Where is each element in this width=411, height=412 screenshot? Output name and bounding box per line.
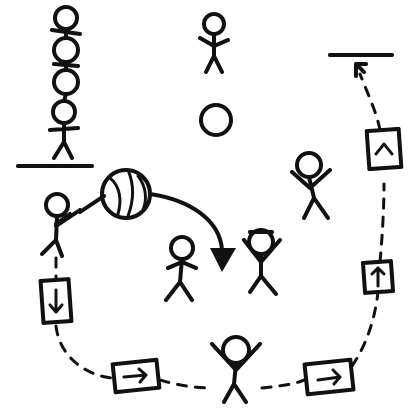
player-right	[290, 151, 332, 220]
player-left-thrower	[40, 192, 106, 258]
pass-arrow	[148, 192, 224, 252]
player-receiver	[242, 228, 282, 296]
player-column-head-4	[51, 99, 77, 125]
marker-box-3	[302, 357, 356, 397]
player-column-head-3	[52, 68, 80, 96]
marker-box-4	[360, 259, 396, 295]
path-arrow-head	[354, 62, 368, 78]
ball-thrown	[100, 168, 152, 220]
movement-path	[54, 72, 386, 390]
player-middle	[164, 235, 198, 302]
ball-top	[199, 103, 233, 137]
player-column-front-player	[48, 121, 80, 160]
player-column-head-2	[52, 36, 80, 64]
player-column-head-1	[53, 5, 79, 31]
marker-box-1	[38, 277, 74, 325]
player-top-center	[198, 12, 230, 74]
player-column	[48, 5, 82, 160]
pass-arrow-head	[210, 248, 236, 272]
marker-box-5	[364, 126, 404, 172]
player-bottom-center	[210, 335, 262, 404]
marker-box-2	[110, 357, 162, 395]
